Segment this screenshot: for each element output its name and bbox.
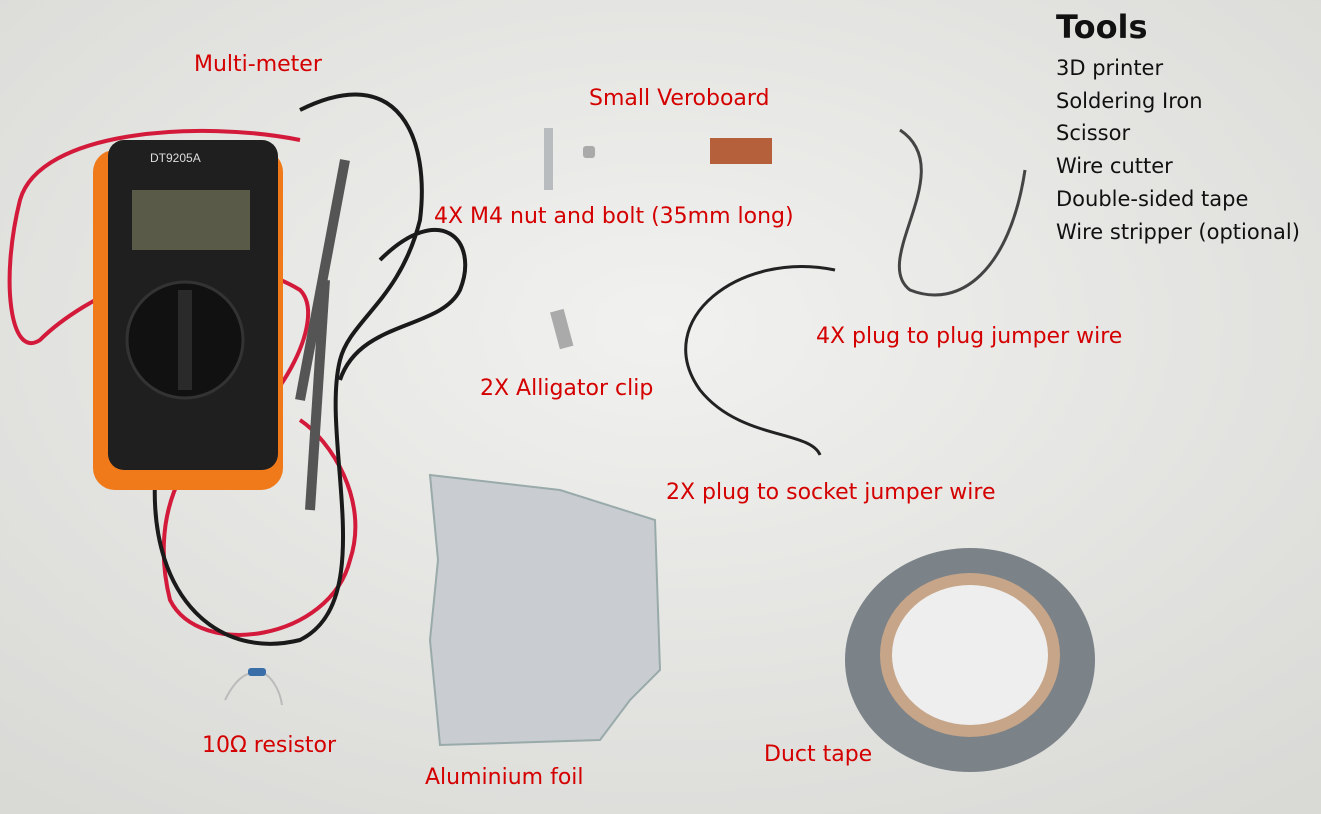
bolt — [544, 128, 553, 190]
duct-tape-roll — [845, 548, 1095, 772]
label-aluminium-foil: Aluminium foil — [425, 765, 584, 790]
tool-item: Soldering Iron — [1056, 88, 1203, 113]
tool-item: Wire cutter — [1056, 154, 1173, 179]
resistor — [248, 668, 266, 676]
tool-item: 3D printer — [1056, 56, 1164, 80]
multimeter-display — [132, 190, 250, 250]
aluminium-foil — [428, 473, 662, 747]
label-veroboard: Small Veroboard — [589, 86, 770, 111]
label-alligator-clip: 2X Alligator clip — [480, 376, 654, 401]
tool-item: Double-sided tape — [1056, 186, 1249, 211]
nut — [583, 146, 595, 158]
tool-item: Scissor — [1056, 121, 1131, 146]
label-plug-to-plug: 4X plug to plug jumper wire — [816, 324, 1123, 349]
tool-item: Wire stripper (optional) — [1056, 219, 1300, 244]
label-duct-tape: Duct tape — [764, 742, 873, 767]
red-test-lead — [7, 128, 358, 637]
label-plug-to-socket: 2X plug to socket jumper wire — [666, 480, 996, 505]
label-resistor: 10Ω resistor — [202, 733, 337, 758]
label-multimeter: Multi-meter — [194, 52, 322, 77]
veroboard — [710, 138, 772, 164]
alligator-clip — [550, 308, 574, 350]
multimeter: DT9205A — [93, 140, 283, 490]
probe — [305, 279, 330, 511]
plug-to-plug-jumper-wire — [897, 128, 1027, 297]
plug-to-socket-jumper-wire — [684, 265, 836, 456]
tools-list: Tools 3D printer Soldering Iron Scissor … — [1056, 8, 1300, 248]
tools-title: Tools — [1056, 8, 1148, 46]
label-nut-bolt: 4X M4 nut and bolt (35mm long) — [434, 204, 794, 229]
multimeter-model-text: DT9205A — [150, 151, 201, 165]
